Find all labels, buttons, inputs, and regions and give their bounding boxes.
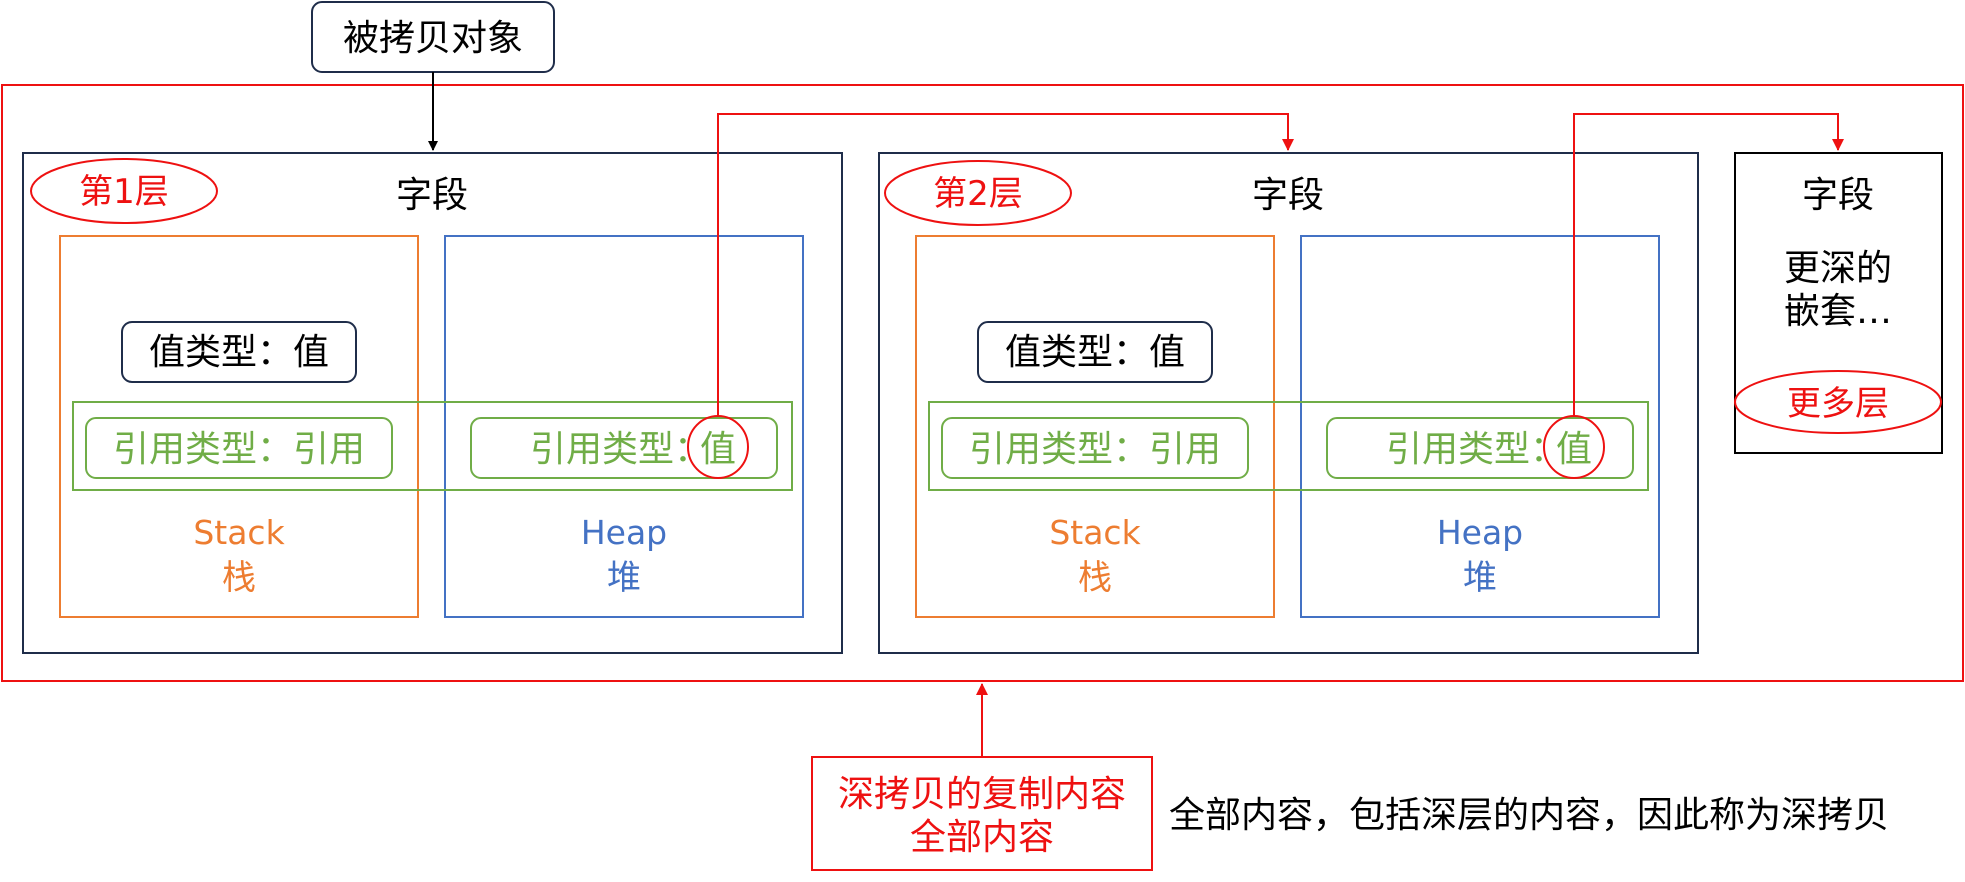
layer-1-badge-ellipse (30, 158, 218, 224)
layer-2-field-box (878, 152, 1699, 654)
layer-1-ref-stack-label: 引用类型：引用 (113, 429, 365, 470)
layer-2-field-label: 字段 (1252, 175, 1324, 216)
layer-1-heap-label-zh: 堆 (607, 558, 641, 598)
layer-1-value-type-label: 值类型：值 (149, 332, 329, 373)
layer-1-field-label: 字段 (396, 175, 468, 216)
deep-copy-scope-box (1, 84, 1964, 682)
caption: 全部内容，包括深层的内容，因此称为深拷贝 (1169, 795, 1889, 836)
layer-1-value-type-box (121, 321, 357, 383)
layer-2: 第2层 字段 值类型：值 引用类型：引用 引用类型： 值 Stack 栈 Hea… (878, 152, 1699, 654)
layer-1-ref-heap-label: 引用类型： (530, 429, 710, 470)
layer-2-stack-label-zh: 栈 (1078, 558, 1112, 598)
layer-2-heap-box (1300, 235, 1660, 618)
deeper-badge-ellipse (1734, 370, 1942, 434)
copy-content-line-1: 深拷贝的复制内容 (838, 774, 1126, 815)
deeper-field-label: 字段 (1802, 175, 1874, 216)
layer-2-value-type-box (977, 321, 1213, 383)
layer-2-reference-strip (928, 401, 1649, 491)
layer-1-stack-label-zh: 栈 (222, 558, 256, 598)
layer-2-ref-stack-box (941, 417, 1249, 479)
deeper-line-2: 嵌套… (1784, 291, 1892, 332)
deeper-field-box (1734, 152, 1943, 454)
layer-1-field-box (22, 152, 843, 654)
layer-2-value-type-label: 值类型：值 (1005, 332, 1185, 373)
layer-1-ref-heap-box (470, 417, 778, 479)
layer-1-heap-box (444, 235, 804, 618)
layer-1-reference-strip (72, 401, 793, 491)
layer-2-stack-box (915, 235, 1275, 618)
layer-2-ref-heap-label: 引用类型： (1386, 429, 1566, 470)
ref-arrow-layer-1-to-2 (717, 113, 1294, 416)
layer-1: 第1层 字段 值类型：值 引用类型：引用 引用类型： 值 Stack 栈 Hea… (22, 152, 843, 654)
layer-2-badge-ellipse (884, 160, 1072, 226)
source-object-label: 被拷贝对象 (343, 18, 523, 59)
copy-content-box (811, 756, 1153, 871)
layer-2-heap-label-en: Heap (1437, 513, 1523, 552)
layer-1-badge: 第1层 (79, 172, 169, 212)
layer-1-stack-label-en: Stack (193, 513, 285, 552)
layer-2-heap-label-zh: 堆 (1463, 558, 1497, 598)
layer-2-badge: 第2层 (933, 174, 1023, 214)
layer-1-ref-value: 值 (700, 429, 736, 470)
layer-1-stack-box (59, 235, 419, 618)
layer-2-ref-heap-box (1326, 417, 1634, 479)
layer-2-ref-stack-label: 引用类型：引用 (969, 429, 1221, 470)
layer-2-stack-label-en: Stack (1049, 513, 1141, 552)
layer-1-heap-label-en: Heap (581, 513, 667, 552)
deeper-badge: 更多层 (1787, 384, 1889, 424)
deeper-line-1: 更深的 (1784, 248, 1892, 289)
copy-content-line-2: 全部内容 (910, 817, 1054, 858)
layer-1-ref-stack-box (85, 417, 393, 479)
layer-2-ref-value: 值 (1556, 429, 1592, 470)
ref-arrow-layer-2-to-deeper (1573, 113, 1844, 416)
deeper-layer: 字段 更深的 嵌套… 更多层 (1734, 152, 1943, 454)
